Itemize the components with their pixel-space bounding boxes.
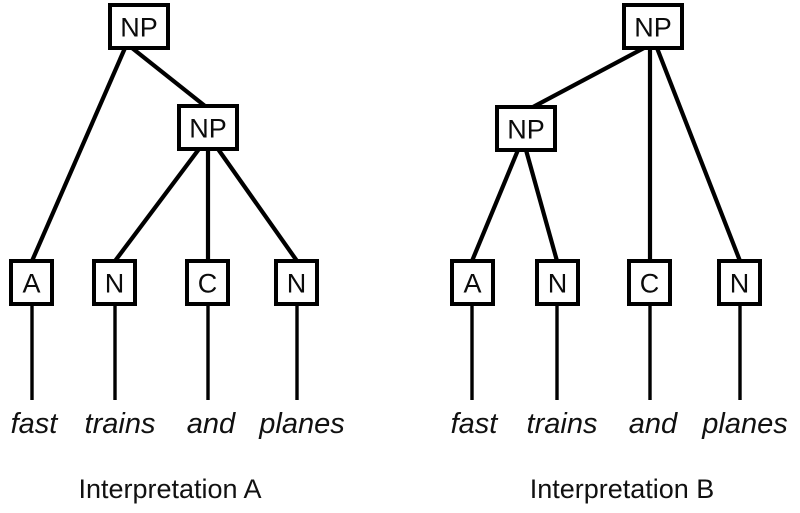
branch-edge [470, 149, 520, 262]
node-box-b-root-np[interactable] [622, 3, 684, 50]
branch-edge [523, 149, 560, 262]
caption-interpretation-b: Interpretation B [530, 474, 715, 504]
node-box-a-leaf-c[interactable] [185, 259, 230, 306]
terminal-word-a-word-planes: planes [258, 408, 344, 440]
node-label-b-leaf-n2: N [730, 269, 750, 299]
node-label-b-leaf-n1: N [548, 269, 568, 299]
node-label-b-root-np: NP [634, 13, 672, 43]
branch-edge [532, 46, 645, 109]
node-label-b-leaf-a: A [463, 269, 481, 299]
branch-edge [30, 47, 127, 262]
node-label-a-leaf-n1: N [105, 269, 125, 299]
terminal-word-a-word-and: and [187, 408, 236, 440]
node-label-a-inner-np: NP [189, 114, 227, 144]
terminal-word-b-word-planes: planes [701, 408, 787, 440]
terminal-word-a-word-fast: fast [11, 408, 60, 440]
node-box-b-leaf-n2[interactable] [717, 259, 762, 306]
node-box-a-root-np[interactable] [108, 3, 170, 50]
node-label-a-leaf-a: A [22, 269, 40, 299]
terminal-word-b-word-and: and [629, 408, 678, 440]
branch-edge [216, 147, 299, 263]
branch-edge [655, 47, 742, 262]
terminal-word-b-word-trains: trains [527, 408, 598, 440]
node-box-b-leaf-c[interactable] [627, 259, 672, 306]
node-label-b-leaf-c: C [640, 269, 660, 299]
branch-edge [113, 147, 201, 263]
node-box-b-leaf-n1[interactable] [535, 259, 580, 306]
node-box-b-leaf-a[interactable] [450, 259, 495, 306]
caption-interpretation-a: Interpretation A [78, 474, 261, 504]
terminal-word-b-word-fast: fast [451, 408, 500, 440]
node-label-a-leaf-c: C [198, 269, 218, 299]
node-box-a-leaf-n1[interactable] [92, 259, 137, 306]
branch-edge [130, 46, 207, 108]
node-box-a-leaf-a[interactable] [9, 259, 54, 306]
terminal-word-a-word-trains: trains [85, 408, 156, 440]
node-box-b-inner-np[interactable] [495, 105, 557, 152]
node-label-a-root-np: NP [120, 13, 158, 43]
node-label-a-leaf-n2: N [287, 269, 307, 299]
node-label-b-inner-np: NP [507, 115, 545, 145]
node-box-a-leaf-n2[interactable] [274, 259, 319, 306]
node-box-a-inner-np[interactable] [177, 104, 239, 151]
